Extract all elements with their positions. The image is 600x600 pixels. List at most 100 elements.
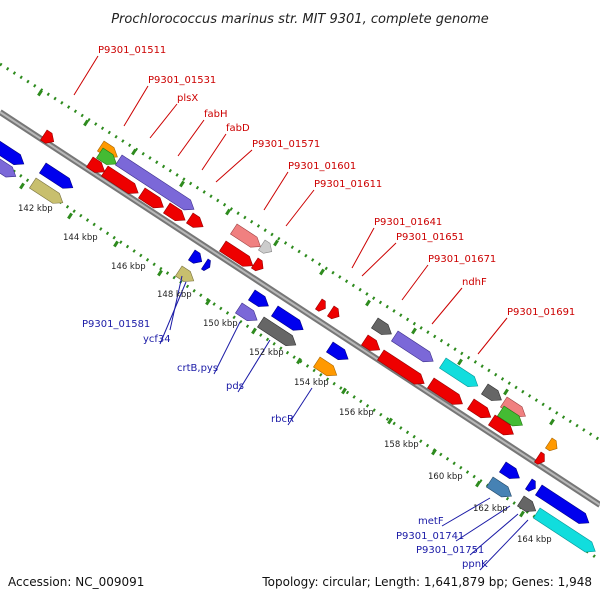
gene-arrow[interactable] [40,129,57,147]
gene-label[interactable]: ppnK [462,559,488,570]
gene-arrow[interactable] [96,147,119,169]
gene-arrow[interactable] [467,398,494,422]
gene-arrow[interactable] [361,334,383,355]
gene-label[interactable]: ndhF [462,277,487,288]
major-tick [431,448,437,456]
major-tick [83,119,89,127]
gene-arrow[interactable] [248,289,271,311]
gene-arrow[interactable] [163,202,188,225]
gene-label[interactable]: pds [226,381,244,392]
gene-label[interactable]: P9301_01671 [428,254,496,265]
gene-arrow[interactable] [86,156,108,177]
bottom-gene-labels: P9301_01581 ycf34 crtB,pys pds rbcR metF… [82,319,488,570]
gene-label[interactable]: rbcR [271,414,294,425]
gene-arrow[interactable] [439,357,481,391]
gene-arrow[interactable] [201,258,213,272]
gene-arrow[interactable] [219,240,256,271]
gene-label[interactable]: P9301_01751 [416,545,484,556]
gene-arrow[interactable] [427,377,465,409]
major-tick [273,239,279,247]
gene-arrow[interactable] [525,478,538,493]
gene-arrow[interactable] [497,405,525,430]
gene-arrow[interactable] [371,317,394,339]
leader-line [149,103,178,139]
gene-label[interactable]: fabD [226,123,250,134]
gene-label[interactable]: plsX [177,93,198,104]
major-tick [19,182,25,190]
gene-label[interactable]: P9301_01511 [98,45,166,56]
gene-arrow[interactable] [313,356,340,380]
gene-label[interactable]: P9301_01571 [252,139,320,150]
major-tick [519,510,525,518]
gene-arrow[interactable] [534,451,547,466]
gene-arrow[interactable] [535,484,592,528]
gene-arrow[interactable] [258,239,275,257]
major-tick [157,269,163,277]
gene-arrow[interactable] [115,154,197,214]
gene-arrow[interactable] [488,414,516,439]
gene-arrow[interactable] [377,349,427,389]
leader-line [431,287,463,325]
major-tick [296,357,302,365]
gene-arrow[interactable] [315,298,328,313]
kbp-label: 164 kbp [517,535,552,545]
gene-label[interactable]: fabH [204,109,228,120]
major-tick [67,212,73,220]
major-tick [251,327,257,335]
kbp-label: 156 kbp [339,408,374,418]
gene-label[interactable]: metF [418,516,444,527]
gene-label[interactable]: P9301_01581 [82,319,150,330]
gene-label[interactable]: P9301_01651 [396,232,464,243]
gene-arrow[interactable] [326,341,351,364]
kbp-label: 146 kbp [111,262,146,272]
major-tick [503,388,509,396]
major-tick [319,268,325,276]
gene-arrow[interactable] [517,495,539,516]
major-tick [365,299,371,307]
gene-arrow[interactable] [257,316,299,350]
kbp-label: 142 kbp [18,204,53,214]
gene-label[interactable]: P9301_01531 [148,75,216,86]
gene-arrow[interactable] [101,165,141,198]
gene-arrow[interactable] [175,265,197,286]
gene-arrow[interactable] [186,212,206,232]
gene-arrow[interactable] [39,162,76,193]
gene-arrow[interactable] [499,461,522,483]
leader-line [477,317,508,355]
gene-arrow[interactable] [500,396,528,421]
gene-label[interactable]: ycf34 [143,334,171,345]
major-tick [179,180,185,188]
top-gene-labels: P9301_01511 P9301_01531 plsX fabH fabD P… [98,45,575,318]
gene-arrow[interactable] [138,187,166,212]
major-tick [131,148,137,156]
gene-arrow[interactable] [0,135,27,169]
gene-arrow[interactable] [230,223,263,252]
gene-arrow[interactable] [533,507,598,556]
gene-arrow[interactable] [545,437,560,454]
gene-arrow[interactable] [235,302,260,325]
major-tick [549,418,555,426]
kbp-label: 162 kbp [473,504,508,514]
gene-arrow[interactable] [391,330,436,366]
gene-label[interactable]: P9301_01741 [396,531,464,542]
gene-arrow[interactable] [188,249,205,267]
gene-label[interactable]: crtB,pys [177,363,218,374]
gene-arrow[interactable] [251,257,266,274]
gene-arrow[interactable] [271,305,306,335]
gene-label[interactable]: P9301_01611 [314,179,382,190]
gene-arrow[interactable] [481,383,504,405]
kbp-label: 152 kbp [249,348,284,358]
gene-arrow[interactable] [29,177,66,208]
gene-arrow[interactable] [486,476,514,501]
gene-label[interactable]: P9301_01691 [507,307,575,318]
gene-label[interactable]: P9301_01601 [288,161,356,172]
leader-line [123,85,149,127]
leader-line [455,505,511,542]
gene-arrow[interactable] [0,154,19,181]
map-title: Prochlorococcus marinus str. MIT 9301, c… [111,12,489,27]
major-ticks [19,89,555,518]
gene-arrow[interactable] [327,305,342,322]
leader-line [287,387,313,426]
major-tick [457,358,463,366]
gene-label[interactable]: P9301_01641 [374,217,442,228]
